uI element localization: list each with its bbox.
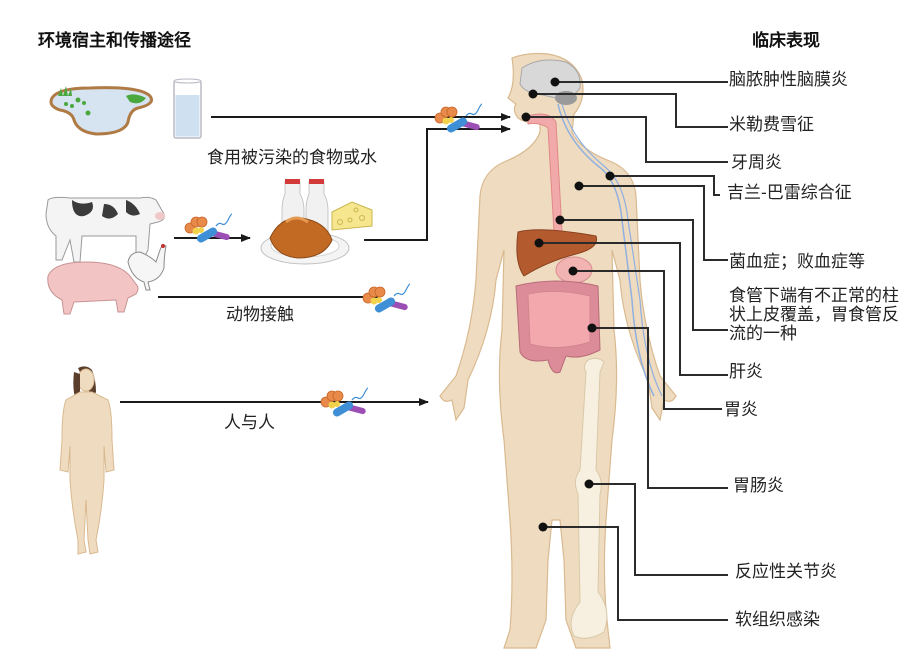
leader-line-esophagus <box>560 219 728 331</box>
clinical-label-mouth: 牙周炎 <box>731 153 782 173</box>
header-clinical: 临床表现 <box>752 31 820 51</box>
clinical-label-intestine: 胃肠炎 <box>733 476 784 496</box>
leader-line-stomach <box>573 270 722 410</box>
clinical-label-knee: 反应性关节炎 <box>735 562 837 582</box>
roast-chicken-icon <box>260 216 350 265</box>
person-icon <box>59 366 115 555</box>
leader-line-liver <box>539 242 728 376</box>
header-transmission: 环境宿主和传播途径 <box>38 31 191 51</box>
leader-dot-nerve <box>605 171 615 181</box>
leader-dot-chest <box>574 181 584 191</box>
route-food-water-line <box>174 113 511 242</box>
leader-dot-mouth <box>521 112 531 122</box>
route-label-animal-contact: 动物接触 <box>226 305 294 325</box>
bacteria-cluster-icon <box>184 213 233 245</box>
leader-line-mouth <box>526 116 728 163</box>
clinical-label-esophagus: 食管下端有不正常的柱状上皮覆盖，胃食管反流的一种 <box>729 286 899 344</box>
clinical-label-chest: 菌血症；败血症等 <box>729 252 865 272</box>
pond-icon <box>49 86 153 136</box>
water-glass-icon <box>173 78 202 139</box>
leader-dot-stomach <box>568 266 578 276</box>
clinical-label-liver: 肝炎 <box>729 362 763 382</box>
leader-dot-liver <box>534 238 544 248</box>
cheese-icon <box>331 201 373 231</box>
leader-dot-brain <box>550 77 560 87</box>
route-label-person: 人与人 <box>224 413 275 433</box>
leader-dot-intestine <box>587 323 597 333</box>
clinical-label-leg: 软组织感染 <box>735 610 820 630</box>
chicken-icon <box>127 244 167 291</box>
leader-line-knee <box>589 483 728 576</box>
leader-line-leg <box>543 526 728 621</box>
route-label-food-water: 食用被污染的食物或水 <box>207 148 377 168</box>
leader-line-intestine <box>592 327 728 489</box>
clinical-label-eye: 米勒费雪征 <box>729 115 814 135</box>
human-body <box>439 52 677 649</box>
bacteria-cluster-icon <box>362 283 411 315</box>
clinical-leader-lines <box>521 77 728 621</box>
leader-dot-esophagus <box>555 215 565 225</box>
clinical-label-brain: 脑脓肿性脑膜炎 <box>729 70 848 90</box>
leader-line-eye <box>533 93 728 128</box>
clinical-label-stomach: 胃炎 <box>724 400 758 420</box>
cow-icon <box>45 196 165 263</box>
leader-dot-eye <box>528 89 538 99</box>
leader-dot-leg <box>538 522 548 532</box>
clinical-label-nerve: 吉兰-巴雷综合征 <box>727 183 852 203</box>
leader-dot-knee <box>584 479 594 489</box>
leader-line-nerve <box>610 175 720 196</box>
pig-icon <box>47 261 139 315</box>
leader-line-chest <box>579 185 728 261</box>
